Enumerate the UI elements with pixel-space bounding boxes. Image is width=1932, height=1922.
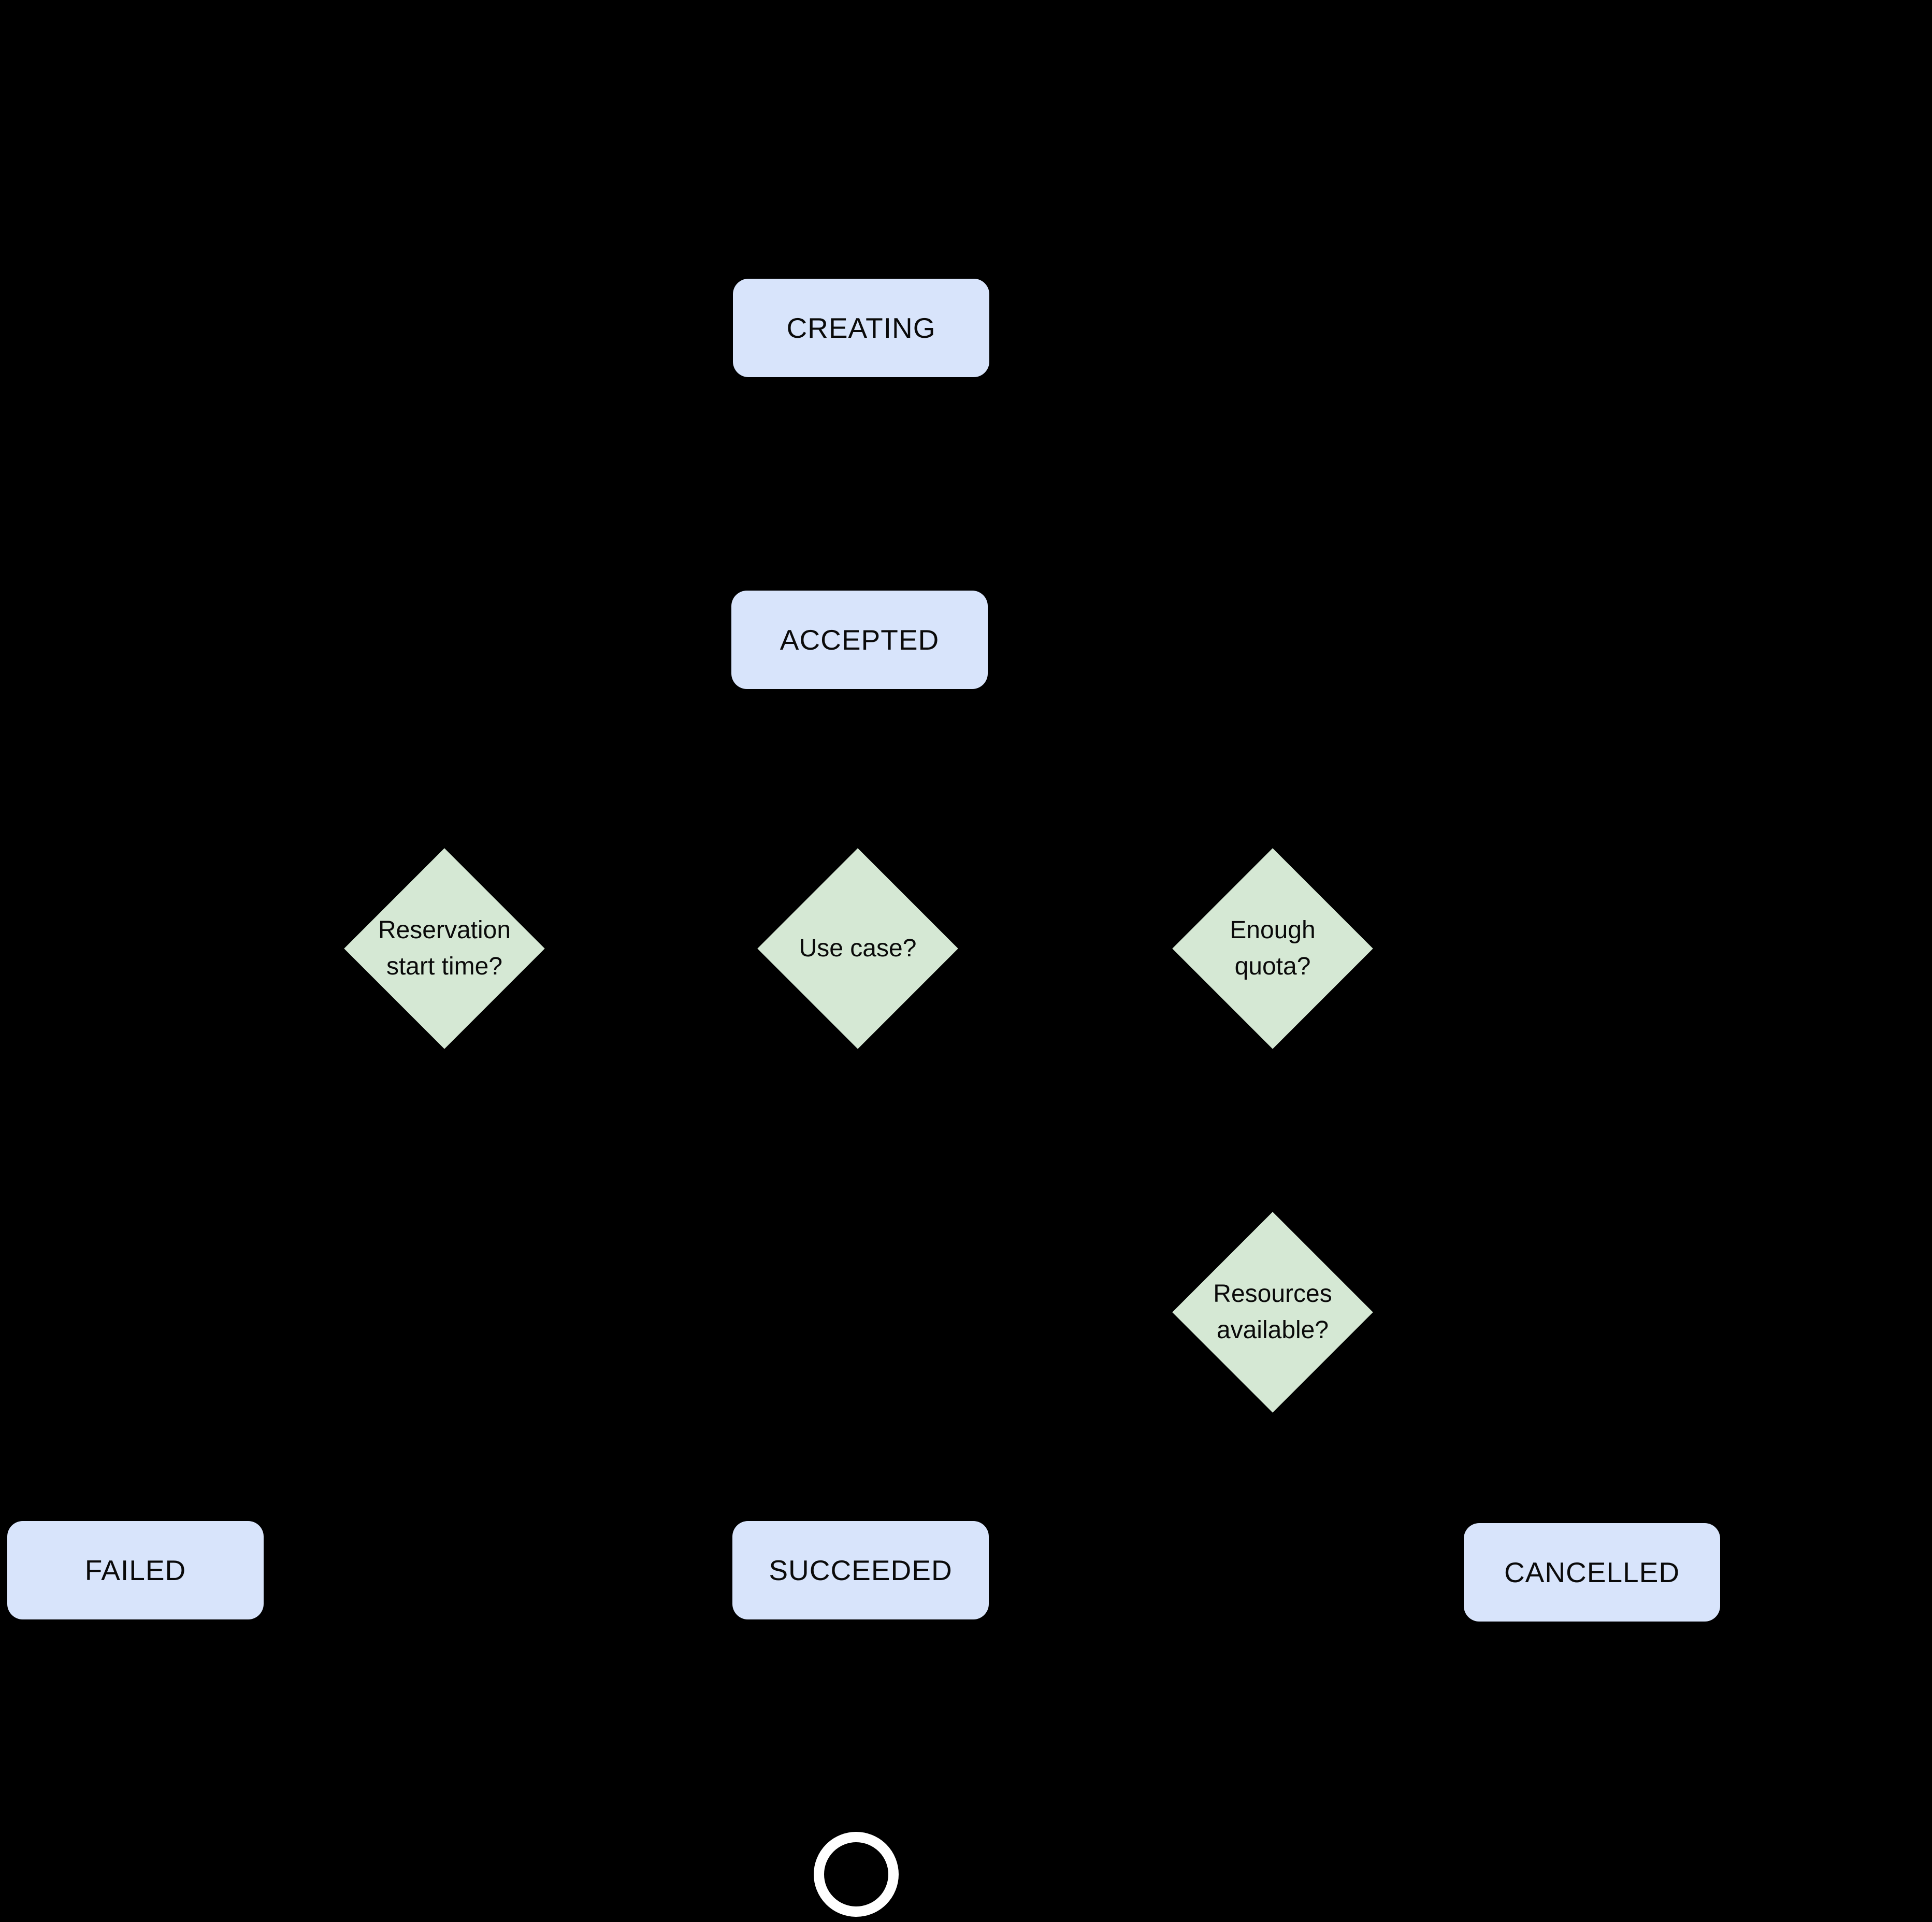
state-succeeded: SUCCEEDED	[732, 1521, 989, 1619]
decision-label-line: Enough	[1230, 916, 1316, 944]
decision-label-line: Use case?	[799, 935, 917, 963]
end-state-circle-icon	[814, 1832, 899, 1917]
decision-label-line: available?	[1216, 1316, 1329, 1344]
decision-enough-quota-label: Enough quota?	[1230, 912, 1316, 984]
decision-label-line: Reservation	[378, 916, 511, 944]
state-cancelled-label: CANCELLED	[1504, 1556, 1680, 1588]
state-accepted: ACCEPTED	[731, 591, 988, 689]
decision-label-line: quota?	[1234, 953, 1311, 980]
decision-reservation-start-time-label: Reservation start time?	[378, 912, 511, 984]
state-succeeded-label: SUCCEEDED	[769, 1554, 953, 1586]
decision-use-case: Use case?	[757, 848, 958, 1049]
state-creating-label: CREATING	[786, 312, 936, 344]
state-accepted-label: ACCEPTED	[780, 624, 940, 656]
decision-reservation-start-time: Reservation start time?	[344, 848, 545, 1049]
decision-label-line: Resources	[1213, 1280, 1332, 1308]
decision-resources-available-label: Resources available?	[1213, 1276, 1332, 1348]
decision-resources-available: Resources available?	[1172, 1212, 1373, 1413]
decision-label-line: start time?	[386, 953, 503, 980]
state-failed: FAILED	[7, 1521, 264, 1619]
decision-use-case-label: Use case?	[799, 930, 917, 967]
state-creating: CREATING	[733, 279, 989, 377]
decision-enough-quota: Enough quota?	[1172, 848, 1373, 1049]
state-cancelled: CANCELLED	[1464, 1523, 1720, 1622]
state-failed-label: FAILED	[84, 1554, 186, 1586]
